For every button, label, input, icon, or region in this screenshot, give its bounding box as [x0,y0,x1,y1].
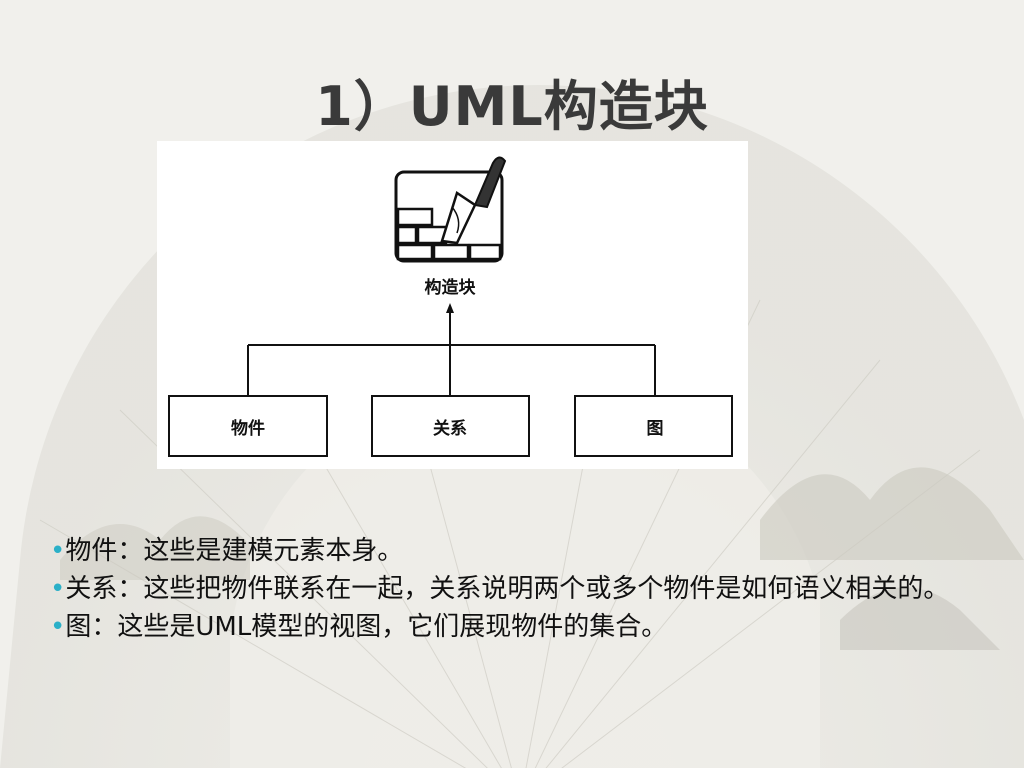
bullet-text: 物件：这些是建模元素本身。 [65,536,404,566]
box-relationships-label: 关系 [433,418,467,439]
bullet-text: 图：这些是UML模型的视图，它们展现物件的集合。 [65,612,668,642]
bullet-marker: • [50,536,66,566]
box-things-label: 物件 [231,418,265,439]
bullet-marker: • [50,574,66,604]
box-relationships: 关系 [371,395,530,457]
brick-trowel-icon [394,156,507,263]
bullet-item-diagrams: •图：这些是UML模型的视图，它们展现物件的集合。 [50,608,1000,646]
box-diagrams-label: 图 [647,419,664,439]
box-things: 物件 [168,395,328,457]
uml-building-blocks-diagram: 构造块 物件 关系 图 [157,141,748,469]
slide-title: 1）UML构造块 [315,75,709,138]
arrow-head [446,303,454,313]
building-blocks-label: 构造块 [425,277,477,298]
bullet-marker: • [50,612,66,642]
bullet-item-things: •物件：这些是建模元素本身。 [50,532,1000,570]
connector-lines [247,311,656,397]
box-diagrams: 图 [574,395,733,457]
bullet-list: •物件：这些是建模元素本身。 •关系：这些把物件联系在一起，关系说明两个或多个物… [50,532,1000,646]
bullet-text: 关系：这些把物件联系在一起，关系说明两个或多个物件是如何语义相关的。 [65,574,950,604]
bullet-item-relationships: •关系：这些把物件联系在一起，关系说明两个或多个物件是如何语义相关的。 [50,570,1000,608]
